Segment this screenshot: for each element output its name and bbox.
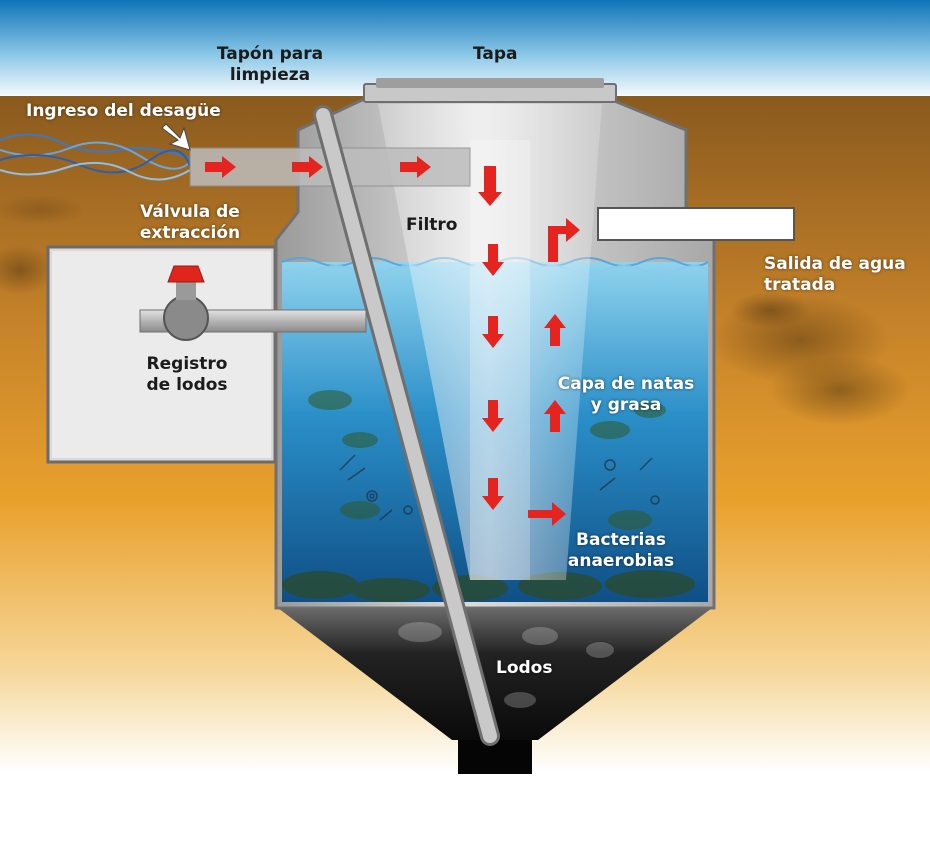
lid-top <box>376 78 604 88</box>
flow-arrow-turn <box>478 166 502 206</box>
flow-arrow-up-1 <box>544 400 566 432</box>
label-tapon-line2: limpieza <box>229 65 311 85</box>
valve-body <box>163 295 209 341</box>
filter-core <box>470 140 530 580</box>
bottom-margin <box>0 772 930 852</box>
label-registro-line2: de lodos <box>146 375 228 395</box>
label-registro-line1: Registro <box>146 354 228 374</box>
flow-arrow-down-4 <box>482 478 504 510</box>
label-ingreso: Ingreso del desagüe <box>26 101 221 121</box>
label-registro: Registro de lodos <box>133 354 241 396</box>
sludge-register-inner <box>52 251 271 458</box>
label-tapa: Tapa <box>473 44 518 64</box>
sludge-bed <box>282 570 695 602</box>
flow-arrows <box>205 156 580 526</box>
label-tapon: Tapón para limpieza <box>208 44 332 86</box>
valve-cap <box>167 265 205 283</box>
inflow-waves <box>0 133 191 181</box>
label-filtro: Filtro <box>406 215 458 235</box>
label-tapon-line1: Tapón para <box>216 44 324 64</box>
label-valvula-line1: Válvula de <box>140 202 240 222</box>
cleaning-pipe <box>316 108 497 743</box>
soil-texture <box>0 195 910 425</box>
label-capa-line1: Capa de natas <box>557 374 695 394</box>
flow-arrow-inlet-2 <box>292 156 323 178</box>
label-bacterias: Bacterias anaerobias <box>562 530 680 572</box>
sludge-outlet <box>458 740 532 774</box>
label-bacterias-line1: Bacterias <box>576 530 666 550</box>
flow-arrow-bottom <box>528 502 566 526</box>
label-capa-line2: y grasa <box>590 395 662 415</box>
flow-arrow-inlet-1 <box>205 156 236 178</box>
label-salida-line1: Salida de agua <box>764 254 906 274</box>
label-valvula: Válvula de extracción <box>131 202 249 244</box>
valve-stem <box>176 282 196 300</box>
label-lodos: Lodos <box>496 658 553 678</box>
inflow-pointer-arrow <box>161 123 191 151</box>
outlet-pipe <box>597 207 795 241</box>
flow-arrow-up-2 <box>544 314 566 346</box>
sludge-spots <box>398 622 614 708</box>
bacteria-clusters <box>308 390 666 530</box>
flow-arrow-outlet <box>548 218 580 262</box>
bacteria-rings <box>339 454 660 521</box>
flow-arrow-down-2 <box>482 316 504 348</box>
label-salida: Salida de agua tratada <box>764 254 906 296</box>
flow-arrow-down-1 <box>482 244 504 276</box>
label-bacterias-line2: anaerobias <box>567 551 675 571</box>
flow-arrow-down-3 <box>482 400 504 432</box>
label-capa: Capa de natas y grasa <box>552 374 700 416</box>
flow-arrow-inlet-3 <box>400 156 431 178</box>
sludge-cone <box>278 608 712 740</box>
label-valvula-line2: extracción <box>139 223 241 243</box>
label-salida-line2: tratada <box>764 275 836 295</box>
